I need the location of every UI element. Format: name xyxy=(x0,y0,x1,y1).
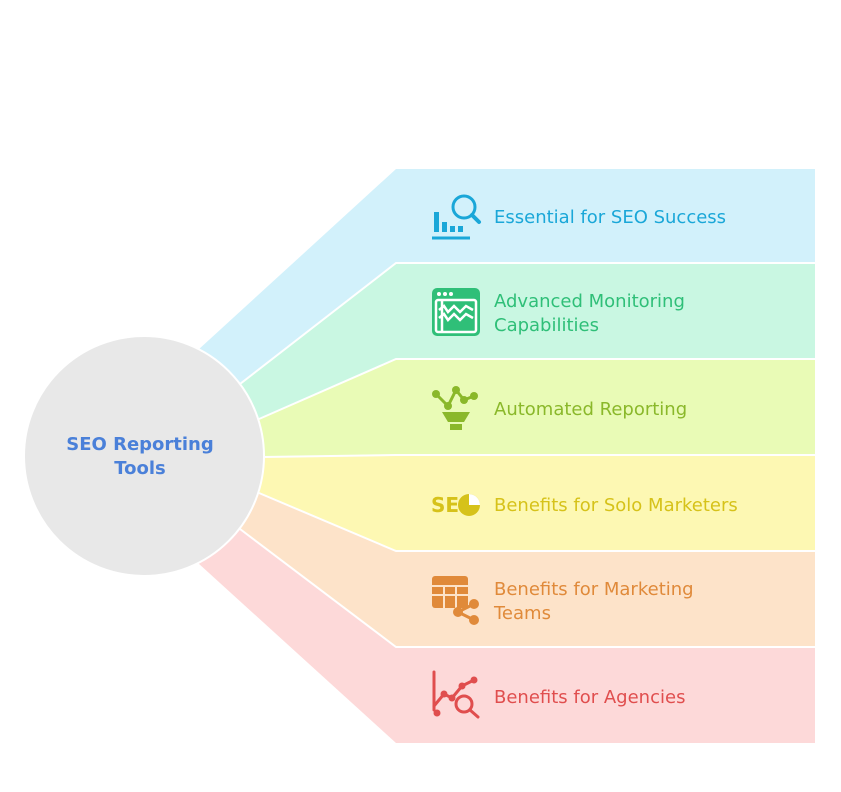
item-label-solo: Benefits for Solo Marketers xyxy=(494,495,738,516)
seo-badge-icon: SE xyxy=(431,493,480,517)
item-label-monitoring: Advanced Monitoring Capabilities xyxy=(494,291,685,336)
hub-circle xyxy=(23,335,265,577)
band-agencies xyxy=(198,529,815,743)
monitor-graph-icon xyxy=(432,288,480,336)
item-label-teams: Benefits for Marketing Teams xyxy=(494,579,694,624)
band-essential xyxy=(198,169,815,384)
chart-magnifier-icon xyxy=(432,670,480,719)
item-label-automated: Automated Reporting xyxy=(494,399,688,420)
band-teams xyxy=(240,493,815,647)
spreadsheet-share-icon xyxy=(432,576,479,625)
search-chart-icon xyxy=(432,194,481,240)
band-solo xyxy=(259,455,815,551)
item-label-agencies: Benefits for Agencies xyxy=(494,687,686,708)
band-automated xyxy=(259,359,815,457)
item-label-essential: Essential for SEO Success xyxy=(494,207,727,228)
svg-text:SE: SE xyxy=(431,493,459,517)
funnel-network-icon xyxy=(432,386,478,430)
band-monitoring xyxy=(240,263,815,419)
hub-label: SEO Reporting Tools xyxy=(66,434,214,479)
